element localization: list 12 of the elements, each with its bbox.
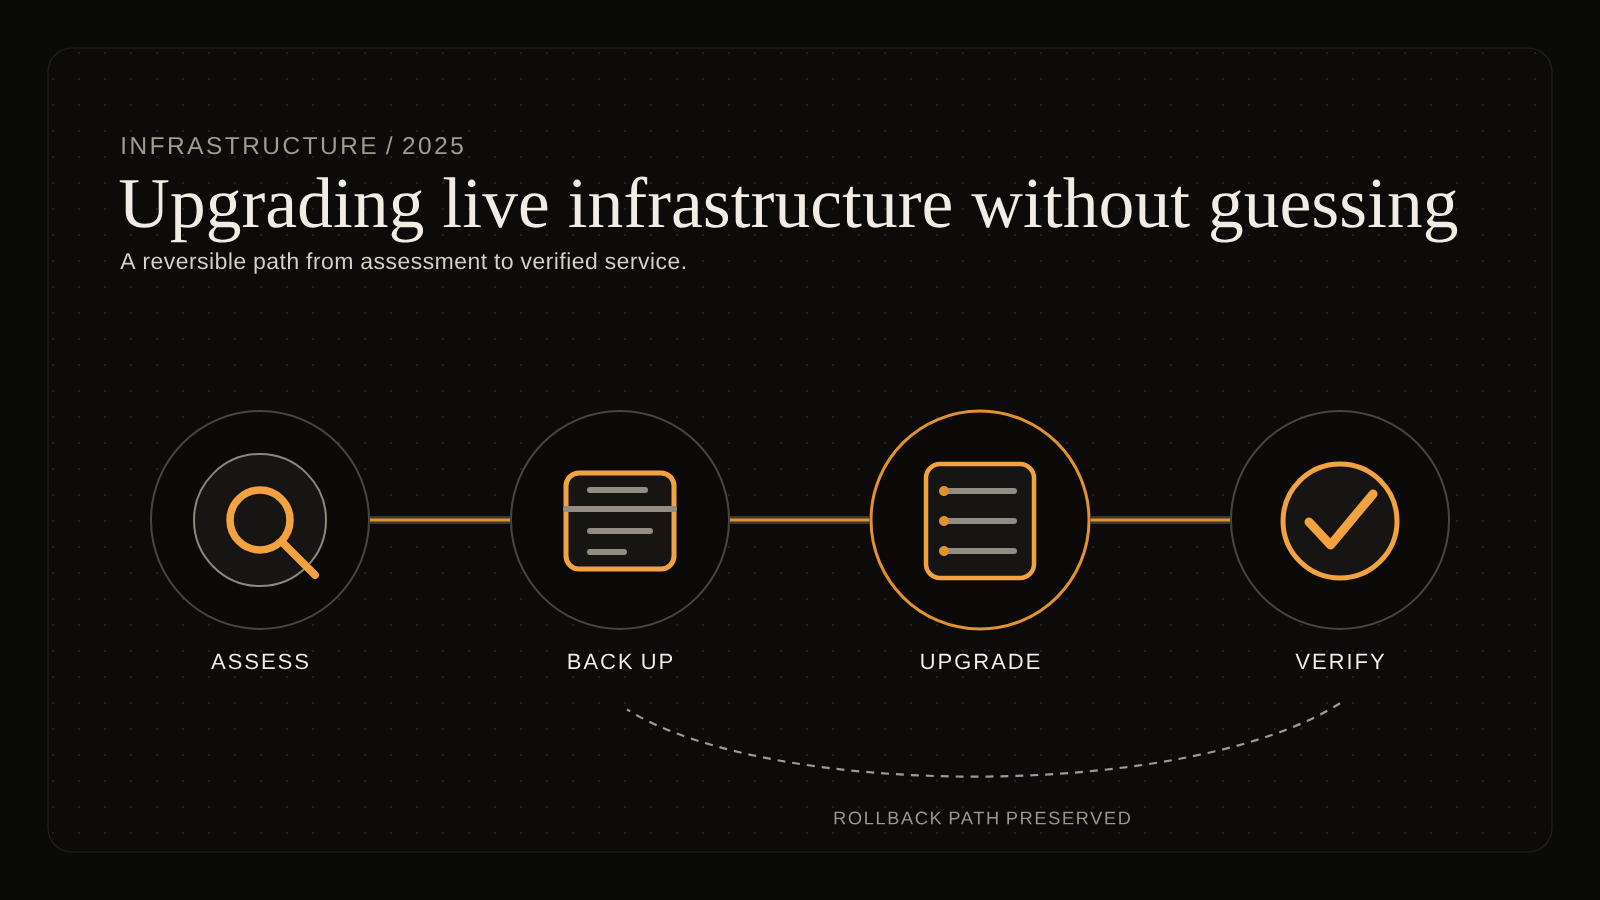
connector — [626, 702, 1341, 778]
step-label: BACK UP — [568, 653, 673, 670]
connector — [1090, 516, 1230, 524]
step-label: UPGRADE — [921, 653, 1040, 670]
kicker: INFRASTRUCTURE / 2025 — [122, 136, 463, 155]
connector — [370, 516, 510, 524]
title: Upgrading live infrastructure without guessing — [119, 176, 1458, 243]
connector — [730, 516, 870, 524]
step-label: VERIFY — [1295, 653, 1385, 669]
subtitle: A reversible path from assessment to verified service. — [120, 252, 685, 274]
step-label: ASSESS — [211, 653, 308, 670]
edge-label: ROLLBACK PATH PRESERVED — [834, 811, 1130, 825]
